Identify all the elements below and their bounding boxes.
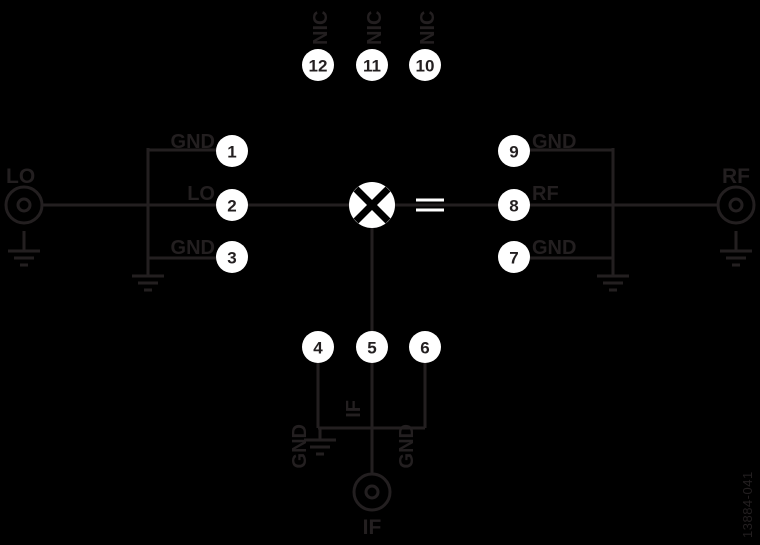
signal-labels: GND LO GND GND RF GND GND IF GND NIC NIC… xyxy=(171,11,577,469)
pin12-signal-label: NIC xyxy=(310,11,332,45)
rf-connector-symbol[interactable] xyxy=(716,185,756,225)
pin6-signal-label: GND xyxy=(396,424,418,468)
mixer-symbol[interactable] xyxy=(349,182,395,228)
pin-number-12: 12 xyxy=(309,57,328,76)
pin-number-11: 11 xyxy=(363,57,381,76)
if-connector-symbol[interactable] xyxy=(352,472,392,512)
port-labels: LO RF IF xyxy=(6,165,750,539)
pin5-signal-label: IF xyxy=(343,400,365,418)
pin-bubble-8[interactable]: 8 xyxy=(498,189,530,221)
pin-number-4: 4 xyxy=(313,339,323,358)
ground-if-bus xyxy=(304,438,336,456)
pin-number-7: 7 xyxy=(509,249,518,268)
if-port-label: IF xyxy=(363,516,382,539)
pin9-signal-label: GND xyxy=(532,131,576,153)
pin-number-1: 1 xyxy=(227,143,236,162)
pin-number-5: 5 xyxy=(367,339,376,358)
pin-bubble-7[interactable]: 7 xyxy=(498,241,530,273)
pin-bubble-5[interactable]: 5 xyxy=(356,331,388,363)
pin-bubble-11[interactable]: 11 xyxy=(356,49,388,81)
pin4-signal-label: GND xyxy=(289,424,311,468)
pin-number-10: 10 xyxy=(416,57,435,76)
pin-bubble-1[interactable]: 1 xyxy=(216,135,248,167)
lo-port-label: LO xyxy=(6,165,35,188)
coax-connectors xyxy=(4,185,756,512)
dc-block-symbol xyxy=(416,198,444,212)
pin-number-3: 3 xyxy=(227,249,236,268)
ground-lo-connector xyxy=(8,231,40,267)
pin11-signal-label: NIC xyxy=(364,11,386,45)
ground-symbols xyxy=(8,231,752,456)
ground-lo-bus xyxy=(132,274,164,292)
pin-bubble-9[interactable]: 9 xyxy=(498,135,530,167)
pin7-signal-label: GND xyxy=(532,237,576,259)
pin-bubble-4[interactable]: 4 xyxy=(302,331,334,363)
pin1-signal-label: GND xyxy=(171,131,215,153)
pin2-signal-label: LO xyxy=(187,183,215,205)
pin10-signal-label: NIC xyxy=(417,11,439,45)
ground-rf-bus xyxy=(597,274,629,292)
pin8-signal-label: RF xyxy=(532,183,559,205)
rf-port-label: RF xyxy=(722,165,750,188)
pin-number-8: 8 xyxy=(509,197,518,216)
ground-rf-connector xyxy=(720,231,752,267)
pin-number-2: 2 xyxy=(227,197,236,216)
pin-bubble-12[interactable]: 12 xyxy=(302,49,334,81)
pin-bubble-3[interactable]: 3 xyxy=(216,241,248,273)
lo-connector-symbol[interactable] xyxy=(4,185,44,225)
pin-bubble-6[interactable]: 6 xyxy=(409,331,441,363)
pin3-signal-label: GND xyxy=(171,237,215,259)
pin-bubble-10[interactable]: 10 xyxy=(409,49,441,81)
pin-bubble-2[interactable]: 2 xyxy=(216,189,248,221)
pin-number-bubbles: 1 2 3 4 5 6 7 xyxy=(216,49,530,363)
pin-number-6: 6 xyxy=(420,339,429,358)
pin-number-9: 9 xyxy=(509,143,518,162)
figure-id-label: 13884-041 xyxy=(740,471,755,538)
